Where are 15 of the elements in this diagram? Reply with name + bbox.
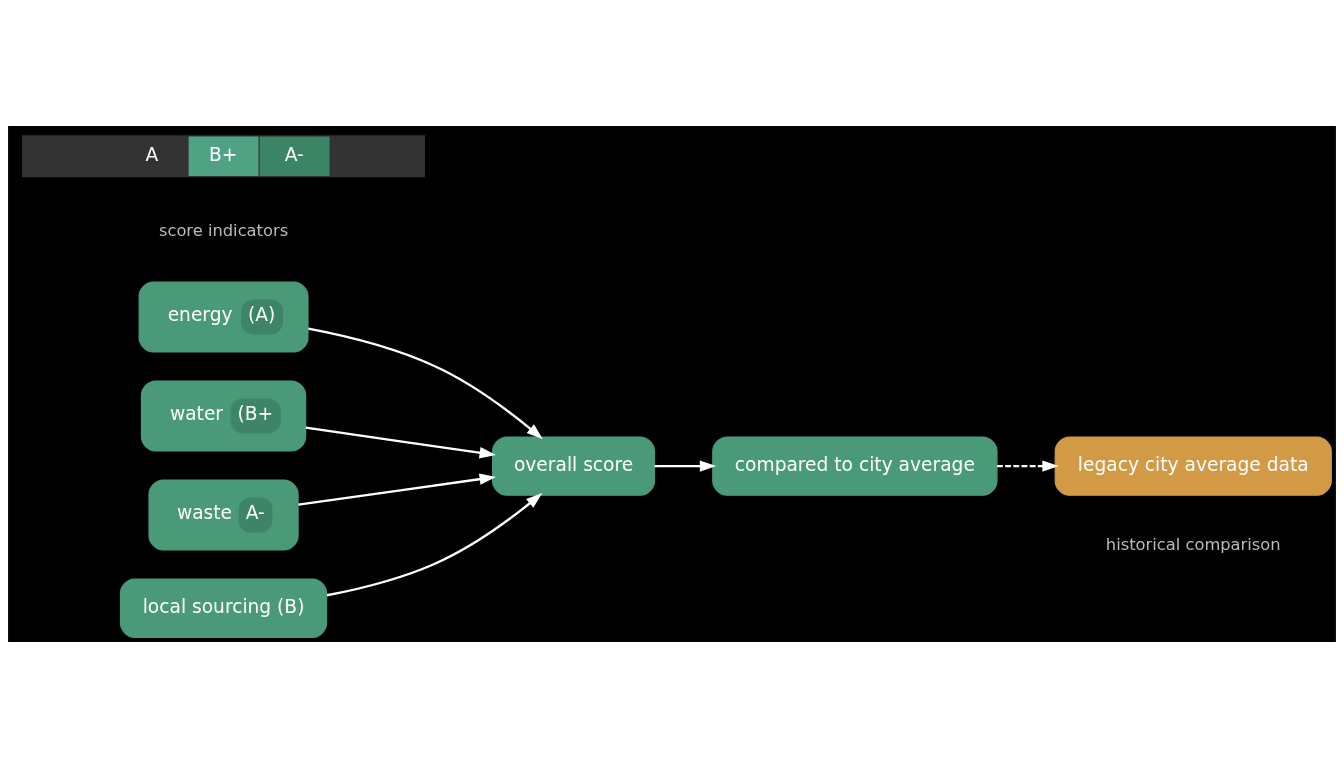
- node-box: water (B+: [140, 380, 307, 452]
- node-box: compared to city average: [712, 436, 998, 496]
- node-box: waste A-: [148, 479, 299, 551]
- arrow: [997, 460, 1059, 472]
- node-box: legacy city average data: [1054, 436, 1332, 496]
- arrow: [654, 460, 717, 472]
- node-box: energy (A): [138, 281, 309, 353]
- node-box: overall score: [492, 436, 656, 496]
- node-label: score indicators: [158, 221, 289, 241]
- arrow: [308, 327, 543, 440]
- node-box: local sourcing (B): [119, 578, 328, 638]
- arrow: [298, 473, 496, 506]
- arrow: [326, 493, 543, 597]
- node-label: historical comparison: [1105, 534, 1281, 554]
- arrow: [305, 426, 496, 459]
